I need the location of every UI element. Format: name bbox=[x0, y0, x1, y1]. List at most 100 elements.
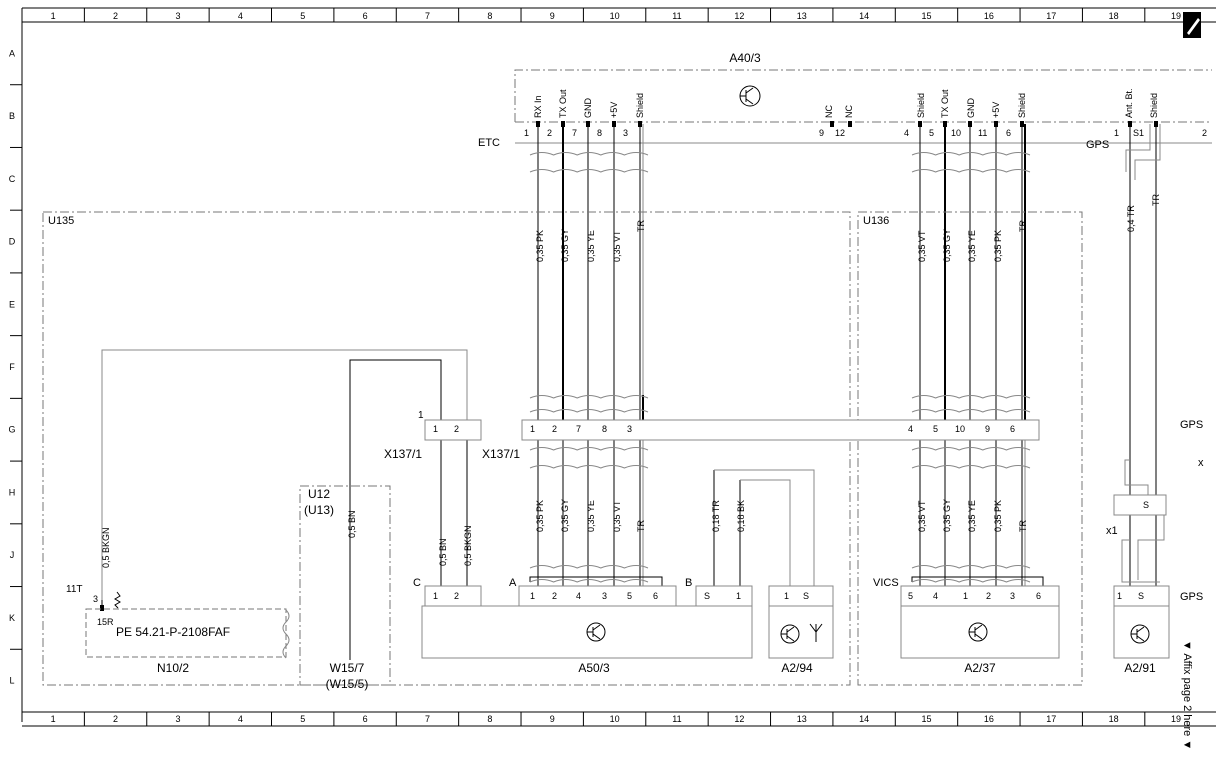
grid-column-label: 11 bbox=[672, 11, 681, 21]
wire-label: TR bbox=[1151, 194, 1161, 206]
grid-column-label: 17 bbox=[1046, 11, 1056, 21]
module-n10-label: N10/2 bbox=[157, 661, 189, 675]
grid-column-label: 4 bbox=[238, 714, 243, 724]
pin-number: 6 bbox=[653, 591, 658, 601]
grid-column-label: 17 bbox=[1046, 714, 1056, 724]
grid-column-label: 3 bbox=[175, 11, 180, 21]
module-icons bbox=[586, 622, 1150, 644]
pin-number: 3 bbox=[623, 128, 628, 138]
wire-label: 0,35 PK bbox=[993, 500, 1003, 532]
cable-sheath bbox=[911, 152, 1031, 156]
grid-row-label: B bbox=[9, 111, 15, 121]
pin-number: 1 bbox=[1117, 591, 1122, 601]
pin-number: 1 bbox=[530, 424, 535, 434]
u135-area bbox=[42, 211, 851, 686]
grid-column-label: 10 bbox=[610, 11, 620, 21]
a291-body bbox=[1113, 605, 1170, 659]
grid-row-label: G bbox=[8, 425, 15, 435]
grid-column-label: 18 bbox=[1109, 11, 1119, 21]
grid-column-label: 1 bbox=[51, 11, 56, 21]
grid-column-label: 1 bbox=[51, 714, 56, 724]
pin-number: 3 bbox=[1010, 591, 1015, 601]
grid-column-label: 5 bbox=[300, 714, 305, 724]
pin-number: 2 bbox=[547, 128, 552, 138]
pin-shield: Shield bbox=[1017, 93, 1027, 118]
wire-label: 0,35 VT bbox=[612, 500, 622, 532]
grid-column-label: 6 bbox=[363, 11, 368, 21]
module-a294-label: A2/94 bbox=[781, 661, 813, 675]
u136-label: U136 bbox=[863, 215, 889, 227]
grid-column-label: 6 bbox=[363, 714, 368, 724]
connector-b-label: B bbox=[685, 577, 692, 589]
x137-connector-left bbox=[424, 419, 482, 441]
break-mark bbox=[282, 609, 290, 659]
cable-sheath bbox=[911, 579, 1031, 583]
pin-number: 1 bbox=[530, 591, 535, 601]
cable-sheath bbox=[529, 169, 649, 173]
pin-number: 12 bbox=[835, 128, 845, 138]
u13-label: (U13) bbox=[304, 503, 334, 517]
a40-outline bbox=[514, 69, 1212, 122]
pin-number: 1 bbox=[1114, 128, 1119, 138]
gps-label-top: GPS bbox=[1086, 139, 1109, 151]
pencil-icon bbox=[1183, 12, 1201, 38]
wire-label: 0,35 YE bbox=[967, 500, 977, 532]
grid-column-label: 12 bbox=[734, 11, 744, 21]
pin-number: 2 bbox=[552, 424, 557, 434]
grid-column-label: 15 bbox=[921, 11, 931, 21]
pin-shield: Shield bbox=[1149, 93, 1159, 118]
connector-a294 bbox=[768, 585, 834, 607]
cable-sheath bbox=[911, 465, 1031, 469]
wire-label: 0,5 BKGN bbox=[101, 527, 111, 568]
cable-sheath bbox=[911, 395, 1031, 399]
grid-column-label: 18 bbox=[1109, 714, 1119, 724]
cable-sheath bbox=[529, 579, 649, 583]
x1-connector bbox=[1113, 494, 1167, 516]
terminal-pin bbox=[830, 121, 834, 127]
cable-sheaths bbox=[529, 152, 1031, 583]
cable-sheath bbox=[911, 565, 1031, 569]
grid-column-label: 13 bbox=[797, 714, 807, 724]
pin-number: 1 bbox=[433, 591, 438, 601]
pin-shield: Shield bbox=[916, 93, 926, 118]
grid-column-label: 16 bbox=[984, 11, 994, 21]
grid-row-label: A bbox=[9, 48, 15, 58]
grid-column-label: 8 bbox=[487, 714, 492, 724]
pin-nc: NC bbox=[824, 105, 834, 118]
grid-column-label: 10 bbox=[610, 714, 620, 724]
grid-column-label: 3 bbox=[175, 714, 180, 724]
pin-number: 8 bbox=[602, 424, 607, 434]
module-w15b-label: (W15/5) bbox=[326, 677, 369, 691]
wire-label: 0,35 YE bbox=[586, 230, 596, 262]
grid-column-label: 7 bbox=[425, 11, 430, 21]
wires bbox=[101, 124, 1165, 660]
pin-number: 3 bbox=[93, 594, 98, 604]
wire bbox=[101, 349, 468, 600]
grid-column-label: 11 bbox=[672, 714, 681, 724]
pin-number: 1 bbox=[963, 591, 968, 601]
pin-number: 4 bbox=[908, 424, 913, 434]
reference-text: PE 54.21-P-2108FAF bbox=[116, 625, 230, 639]
wire bbox=[714, 469, 815, 600]
pin-number: 2 bbox=[986, 591, 991, 601]
wire bbox=[740, 479, 791, 600]
wire-label: 0,35 PK bbox=[535, 230, 545, 262]
connector-vics-label: VICS bbox=[873, 577, 899, 589]
pin-number: S bbox=[1138, 591, 1144, 601]
resistor-icon bbox=[114, 591, 121, 609]
pin-number: 7 bbox=[576, 424, 581, 434]
cable-sheath bbox=[529, 395, 649, 399]
pin-number: 2 bbox=[454, 591, 459, 601]
wire-label: 0,35 GY bbox=[560, 499, 570, 532]
grid-row-label: K bbox=[9, 613, 15, 623]
pin-ant-bt: Ant. Bt. bbox=[1124, 88, 1134, 118]
grid-column-label: 12 bbox=[734, 714, 744, 724]
wire-label: 0,35 GY bbox=[942, 229, 952, 262]
grid-column-label: 14 bbox=[859, 11, 869, 21]
terminal-pin bbox=[848, 121, 852, 127]
pin-number: 6 bbox=[1010, 424, 1015, 434]
pin-15r: 15R bbox=[97, 617, 114, 627]
pin-number: 1 bbox=[524, 128, 529, 138]
